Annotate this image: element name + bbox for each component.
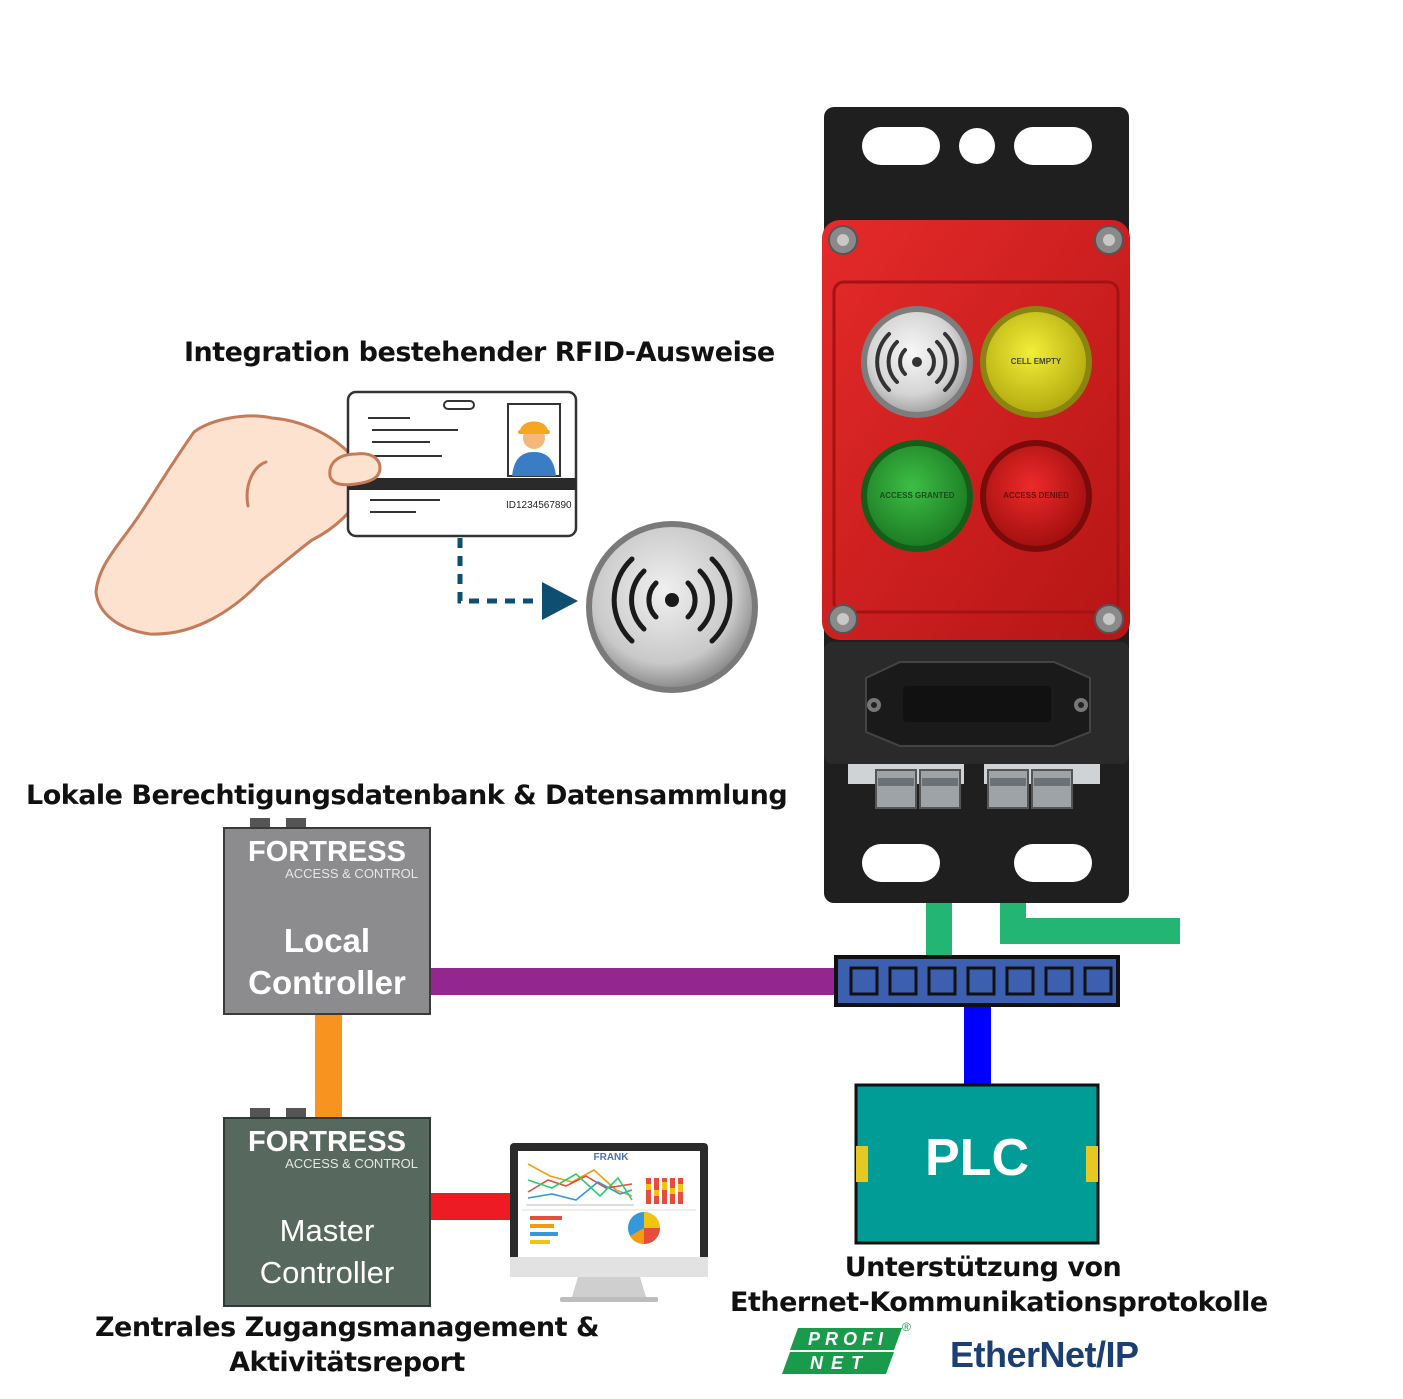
master-controller-tagline: ACCESS & CONTROL: [285, 1156, 418, 1171]
card-id-number: ID1234567890: [506, 500, 572, 511]
green-button: [861, 440, 973, 552]
scan-arrow: [457, 538, 578, 620]
caption-local-db: Lokale Berechtigungsdatenbank & Datensam…: [26, 780, 788, 811]
safety-lock-device: [822, 107, 1130, 903]
master-controller-label-line1: Master: [279, 1213, 375, 1248]
monitor-icon: [510, 1143, 708, 1302]
caption-central-line2: Aktivitätsreport: [229, 1347, 465, 1378]
rfid-waves-icon: [875, 332, 959, 392]
caption-ethernet-line1: Unterstützung von: [844, 1252, 1122, 1283]
profinet-text-line2: NET: [810, 1353, 870, 1373]
plc-label: PLC: [925, 1129, 1029, 1187]
caption-rfid: Integration bestehender RFID-Ausweise: [184, 337, 775, 368]
caption-central-line1: Zentrales Zugangsmanagement &: [94, 1312, 600, 1343]
bracket-slot: [862, 844, 940, 882]
purple-cable: [428, 968, 838, 995]
red-cable: [428, 1193, 514, 1220]
access-granted-label: ACCESS GRANTED: [879, 491, 955, 500]
hand-icon: [94, 414, 367, 636]
local-controller-tagline: ACCESS & CONTROL: [285, 866, 418, 881]
local-controller: FORTRESS ACCESS & CONTROL Local Controll…: [224, 828, 430, 1014]
rfid-reader-button: [861, 306, 973, 418]
cell-empty-label: CELL EMPTY: [1010, 357, 1062, 366]
local-controller-brand: FORTRESS: [248, 836, 406, 868]
bracket-slot: [1014, 844, 1092, 882]
rfid-reader-icon: [586, 521, 758, 693]
plc-box: [854, 1083, 1100, 1245]
yellow-button: [980, 306, 1092, 418]
orange-cable: [315, 1013, 342, 1121]
bracket-slot: [862, 127, 940, 165]
worker-avatar-icon: [512, 421, 556, 476]
blue-cable: [964, 1003, 991, 1087]
local-controller-box: [223, 818, 431, 1015]
profinet-text-line1: PROFI: [807, 1329, 888, 1349]
red-button: [980, 440, 1092, 552]
master-controller-brand: FORTRESS: [248, 1126, 406, 1158]
local-controller-label-line2: Controller: [248, 964, 406, 1001]
registered-mark-icon: ®: [902, 1320, 911, 1334]
m12-connectors: [848, 764, 1100, 809]
local-controller-label-line1: Local: [283, 922, 371, 959]
network-switch: [834, 955, 1120, 1007]
master-controller: FORTRESS ACCESS & CONTROL Master Control…: [224, 1118, 430, 1306]
ethernetip-logo: EtherNet/IP: [950, 1334, 1139, 1375]
master-controller-label-line2: Controller: [259, 1255, 395, 1290]
bracket-slot: [1014, 127, 1092, 165]
bracket-hole: [959, 128, 995, 164]
caption-ethernet-line2: Ethernet-Kommunikationsprotokolle: [730, 1287, 1268, 1318]
id-card: [328, 390, 578, 538]
profinet-logo: [782, 1328, 902, 1374]
master-controller-box: [223, 1108, 431, 1307]
green-cable-right-horizontal: [1000, 918, 1180, 944]
monitor-logo: FRANK: [593, 1152, 629, 1163]
access-denied-label: ACCESS DENIED: [1003, 491, 1069, 500]
